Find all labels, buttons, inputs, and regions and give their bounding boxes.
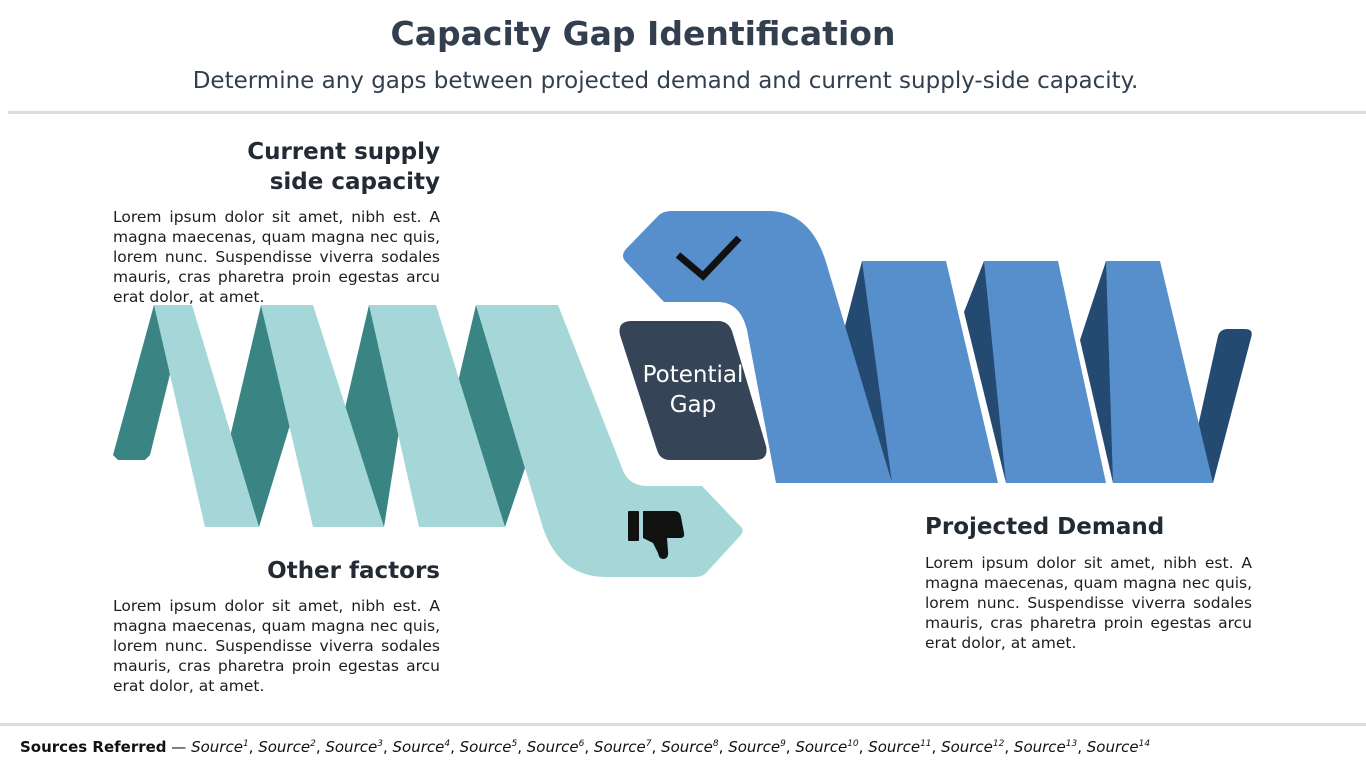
source-text: Source: [459, 738, 512, 756]
demand-ribbon-back-4: [1195, 329, 1252, 483]
source-text: Source: [325, 738, 378, 756]
demand-ribbon-front-3: [1106, 261, 1213, 483]
sources-label: Sources Referred: [20, 738, 167, 756]
projected-demand-title: Projected Demand: [925, 514, 1165, 540]
source-text: Source: [661, 738, 713, 756]
source-number: 9: [780, 739, 786, 749]
supply-ribbon-back-1: [113, 305, 178, 460]
supply-ribbon-back-2: [230, 305, 290, 527]
source-text: Source: [868, 738, 921, 756]
footer-divider: [0, 723, 1366, 726]
source-text: Source: [258, 738, 311, 756]
source-item: Source12: [941, 738, 1004, 756]
demand-ribbon-head: [623, 211, 892, 483]
sources-separator: —: [166, 738, 192, 756]
source-number: 12: [992, 739, 1005, 749]
source-item: Source7: [594, 738, 652, 756]
source-number: 3: [377, 739, 383, 749]
source-item: Source10: [795, 738, 858, 756]
current-supply-body: Lorem ipsum dolor sit amet, nibh est. A …: [113, 208, 440, 306]
source-text: Source: [1086, 738, 1139, 756]
source-item: Source8: [661, 738, 719, 756]
header-divider: [8, 111, 1366, 114]
supply-ribbon-front-3: [369, 305, 505, 527]
thumbs-down-icon: [628, 511, 685, 559]
source-item: Source13: [1014, 738, 1077, 756]
source-text: Source: [593, 738, 646, 756]
other-factors-body: Lorem ipsum dolor sit amet, nibh est. A …: [113, 597, 440, 695]
source-item: Source6: [527, 738, 585, 756]
source-number: 14: [1138, 739, 1151, 749]
potential-gap-label: Potential Gap: [630, 360, 756, 420]
demand-ribbon: [623, 211, 1252, 483]
demand-ribbon-front-1: [862, 261, 998, 483]
source-item: Source3: [325, 738, 383, 756]
supply-ribbon-front-1: [154, 305, 259, 527]
gap-label-line1: Potential: [642, 362, 744, 388]
source-text: Source: [191, 738, 243, 756]
source-text: Source: [1013, 738, 1066, 756]
source-number: 11: [920, 739, 932, 749]
gap-label-line2: Gap: [669, 392, 717, 418]
source-text: Source: [795, 738, 848, 756]
source-number: 5: [511, 739, 518, 749]
source-item: Source4: [393, 738, 451, 756]
sources-footer: Sources Referred — Source1, Source2, Sou…: [20, 738, 1150, 756]
source-item: Source1: [191, 738, 249, 756]
potential-gap-box: [619, 321, 767, 460]
page-title: Capacity Gap Identification: [390, 14, 896, 53]
source-text: Source: [941, 738, 993, 756]
source-item: Source9: [728, 738, 786, 756]
source-item: Source5: [460, 738, 518, 756]
source-number: 7: [645, 739, 652, 749]
supply-ribbon-back-4: [458, 305, 525, 527]
sources-list: Source1, Source2, Source3, Source4, Sour…: [191, 738, 1151, 756]
source-number: 2: [310, 739, 316, 749]
projected-demand-body: Lorem ipsum dolor sit amet, nibh est. A …: [925, 554, 1252, 652]
source-number: 6: [578, 739, 585, 749]
source-number: 4: [444, 739, 451, 749]
source-item: Source14: [1087, 738, 1150, 756]
demand-ribbon-front-2: [984, 261, 1106, 483]
current-supply-title: Current supply side capacity: [247, 139, 440, 195]
source-text: Source: [392, 738, 445, 756]
source-number: 13: [1065, 739, 1078, 749]
page-subtitle: Determine any gaps between projected dem…: [192, 68, 1139, 94]
supply-ribbon: [113, 305, 743, 577]
supply-ribbon-head: [476, 305, 743, 577]
source-number: 10: [847, 739, 859, 749]
source-number: 8: [712, 739, 719, 749]
source-number: 1: [242, 739, 249, 749]
source-item: Source2: [258, 738, 316, 756]
checkmark-icon: [675, 235, 742, 281]
source-item: Source11: [868, 738, 931, 756]
supply-ribbon-front-2: [261, 305, 384, 527]
supply-ribbon-back-3: [343, 305, 400, 527]
source-text: Source: [526, 738, 579, 756]
source-text: Source: [728, 738, 781, 756]
other-factors-title: Other factors: [267, 558, 440, 584]
